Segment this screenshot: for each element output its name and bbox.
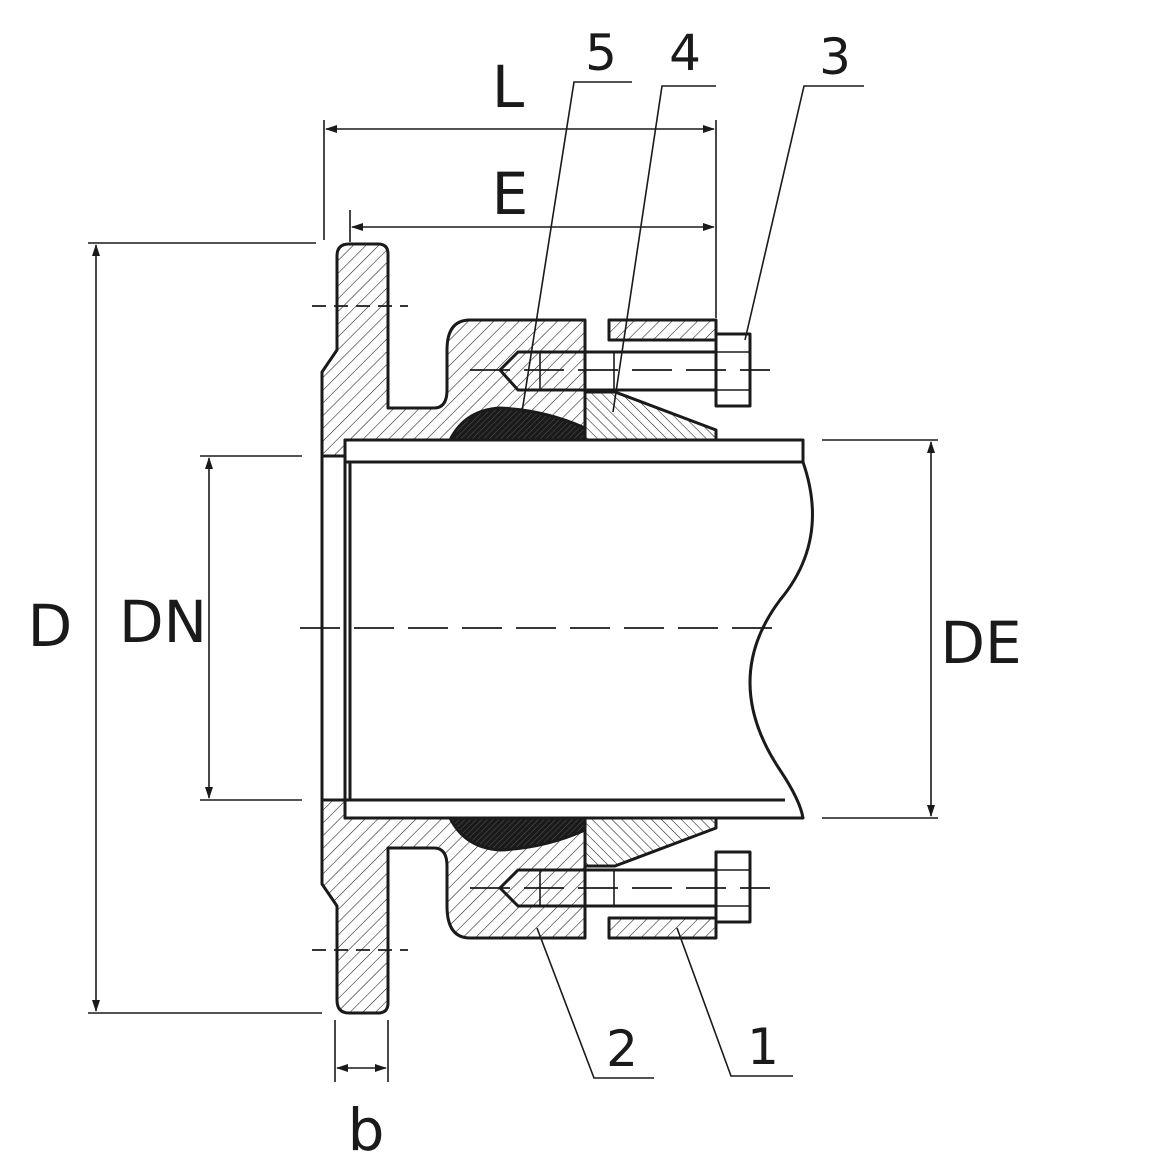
gasket-lower [447,816,587,852]
wedge-ring-lower [583,816,718,868]
leader-3 [744,85,864,341]
leader-5 [521,81,632,413]
leader-2 [536,927,654,1079]
label-DE: DE [940,609,1021,677]
wedge-ring-upper [583,390,718,442]
part-number-3: 3 [819,28,851,86]
body-flange-upper [320,242,587,458]
label-L: L [492,53,524,121]
gland-ring-lower [607,916,718,940]
part-number-1: 1 [747,1018,779,1076]
label-b: b [348,1096,385,1164]
leader-4 [612,85,716,413]
label-DN: DN [119,588,207,656]
part-number-4: 4 [669,24,701,82]
part-number-2: 2 [606,1020,638,1078]
gasket-upper [447,406,587,442]
body-flange-lower [320,798,587,1015]
leader-1 [676,927,793,1077]
label-D: D [28,592,73,660]
part-number-5: 5 [585,24,617,82]
label-E: E [492,160,529,228]
pipe [343,438,814,820]
